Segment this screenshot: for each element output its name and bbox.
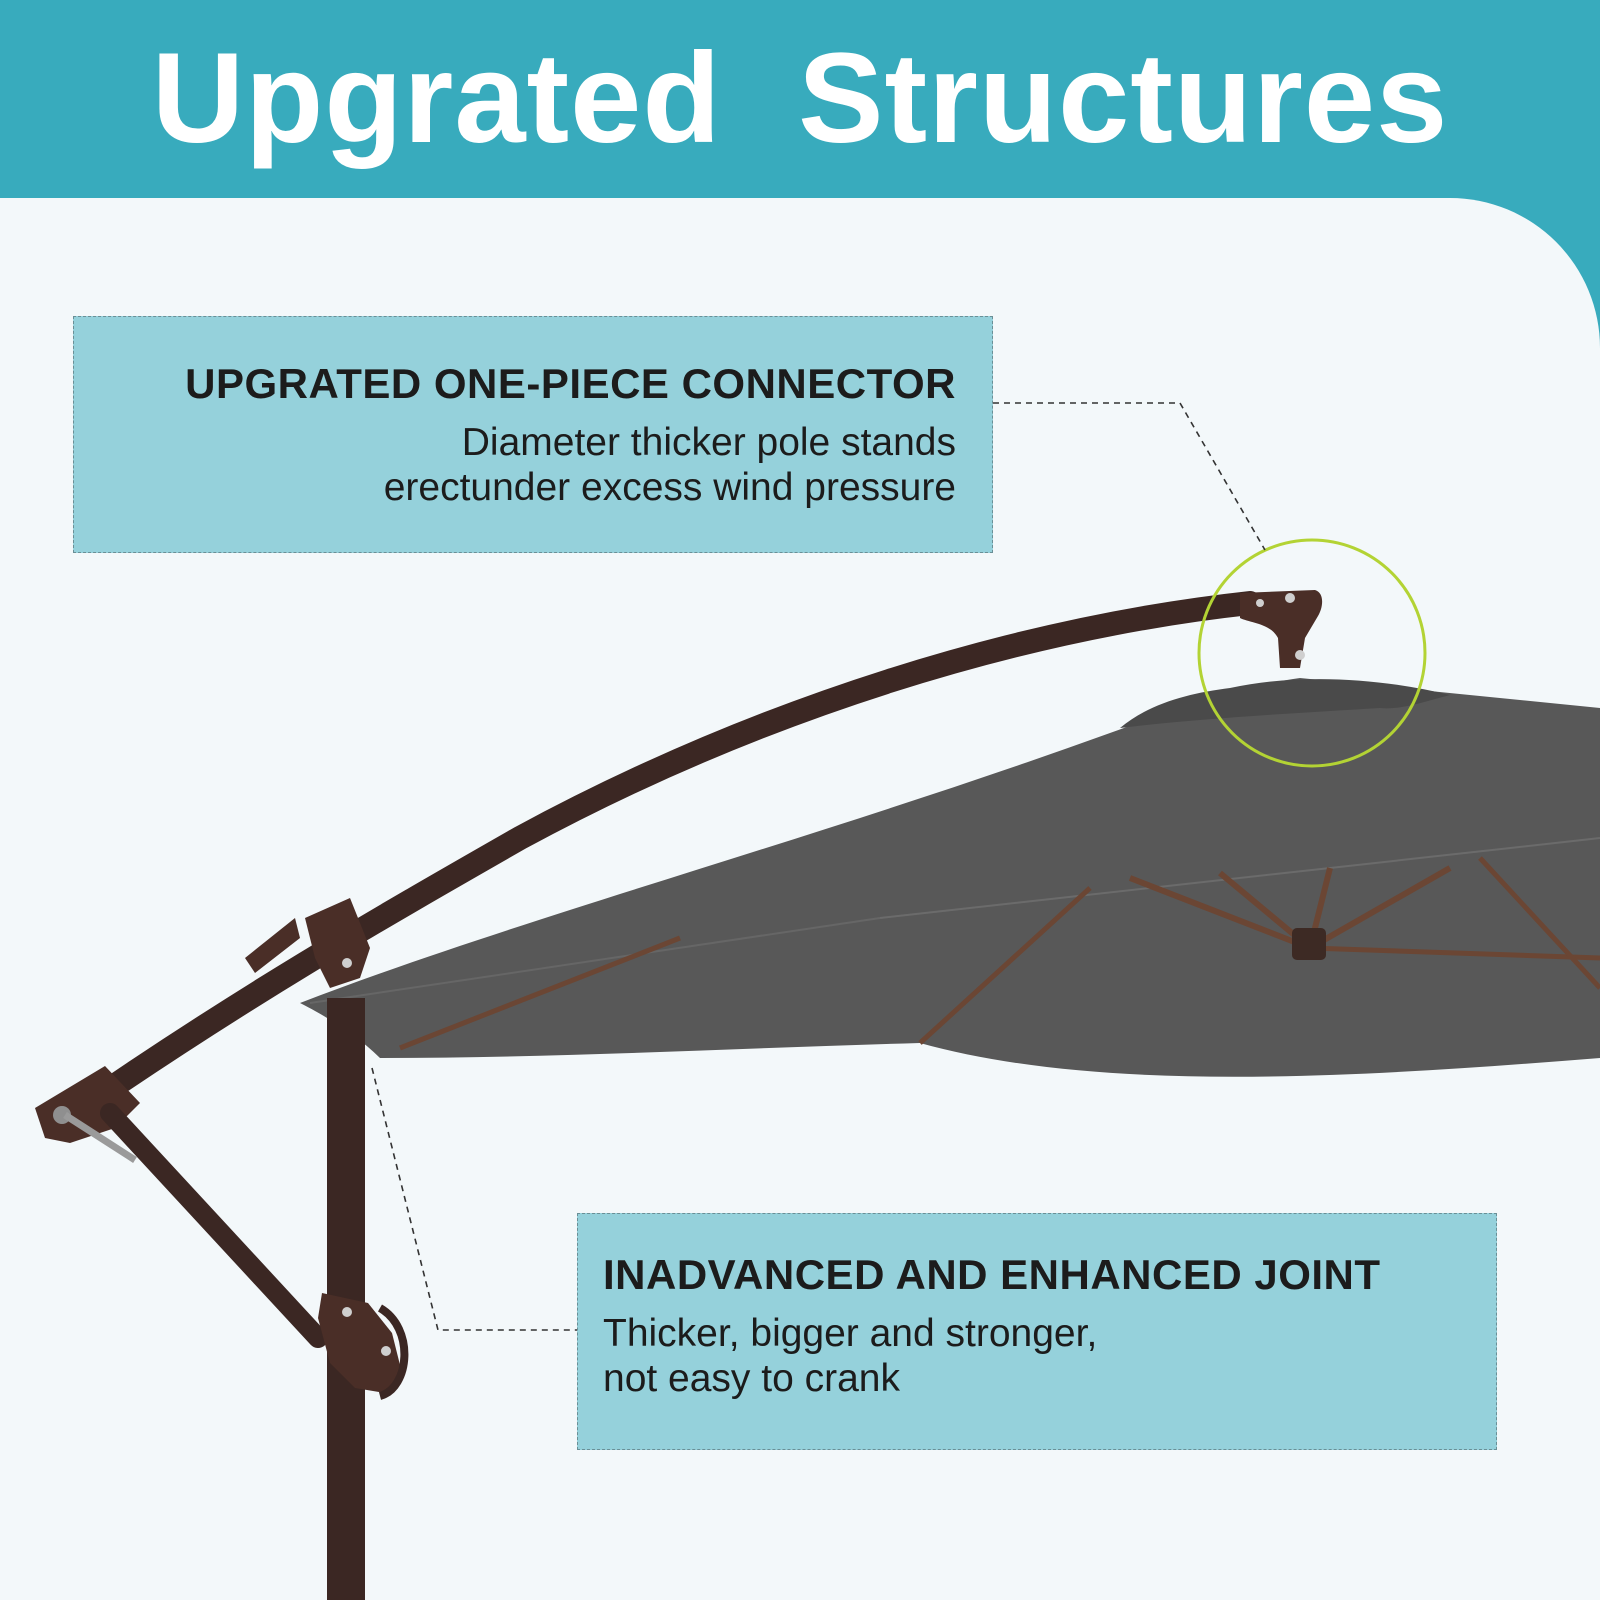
- umbrella-frame: [35, 590, 1323, 1600]
- connector-callout-title: UPGRATED ONE-PIECE CONNECTOR: [185, 360, 956, 407]
- content-panel: UPGRATED ONE-PIECE CONNECTOR Diameter th…: [0, 198, 1600, 1600]
- connector-callout: UPGRATED ONE-PIECE CONNECTOR Diameter th…: [73, 316, 993, 553]
- highlight-ring: [1197, 538, 1427, 768]
- page-title: Upgrated Structures: [151, 27, 1449, 170]
- joint-callout-description: Thicker, bigger and stronger, not easy t…: [603, 1312, 1496, 1402]
- umbrella-canopy: [300, 678, 1600, 1077]
- joint-callout-line-2: not easy to crank: [603, 1357, 900, 1401]
- connector-leader-line: [993, 402, 1266, 551]
- joint-callout: INADVANCED AND ENHANCED JOINT Thicker, b…: [577, 1213, 1497, 1450]
- joint-callout-line-1: Thicker, bigger and stronger,: [603, 1312, 1098, 1356]
- joint-leader-line: [371, 1067, 577, 1331]
- header-banner: Upgrated Structures: [0, 0, 1600, 198]
- joint-callout-title: INADVANCED AND ENHANCED JOINT: [603, 1251, 1381, 1298]
- connector-callout-line-2: erectunder excess wind pressure: [383, 466, 956, 510]
- connector-callout-line-1: Diameter thicker pole stands: [461, 421, 956, 465]
- umbrella-illustration: [35, 402, 1600, 1600]
- connector-callout-description: Diameter thicker pole stands erectunder …: [74, 421, 956, 511]
